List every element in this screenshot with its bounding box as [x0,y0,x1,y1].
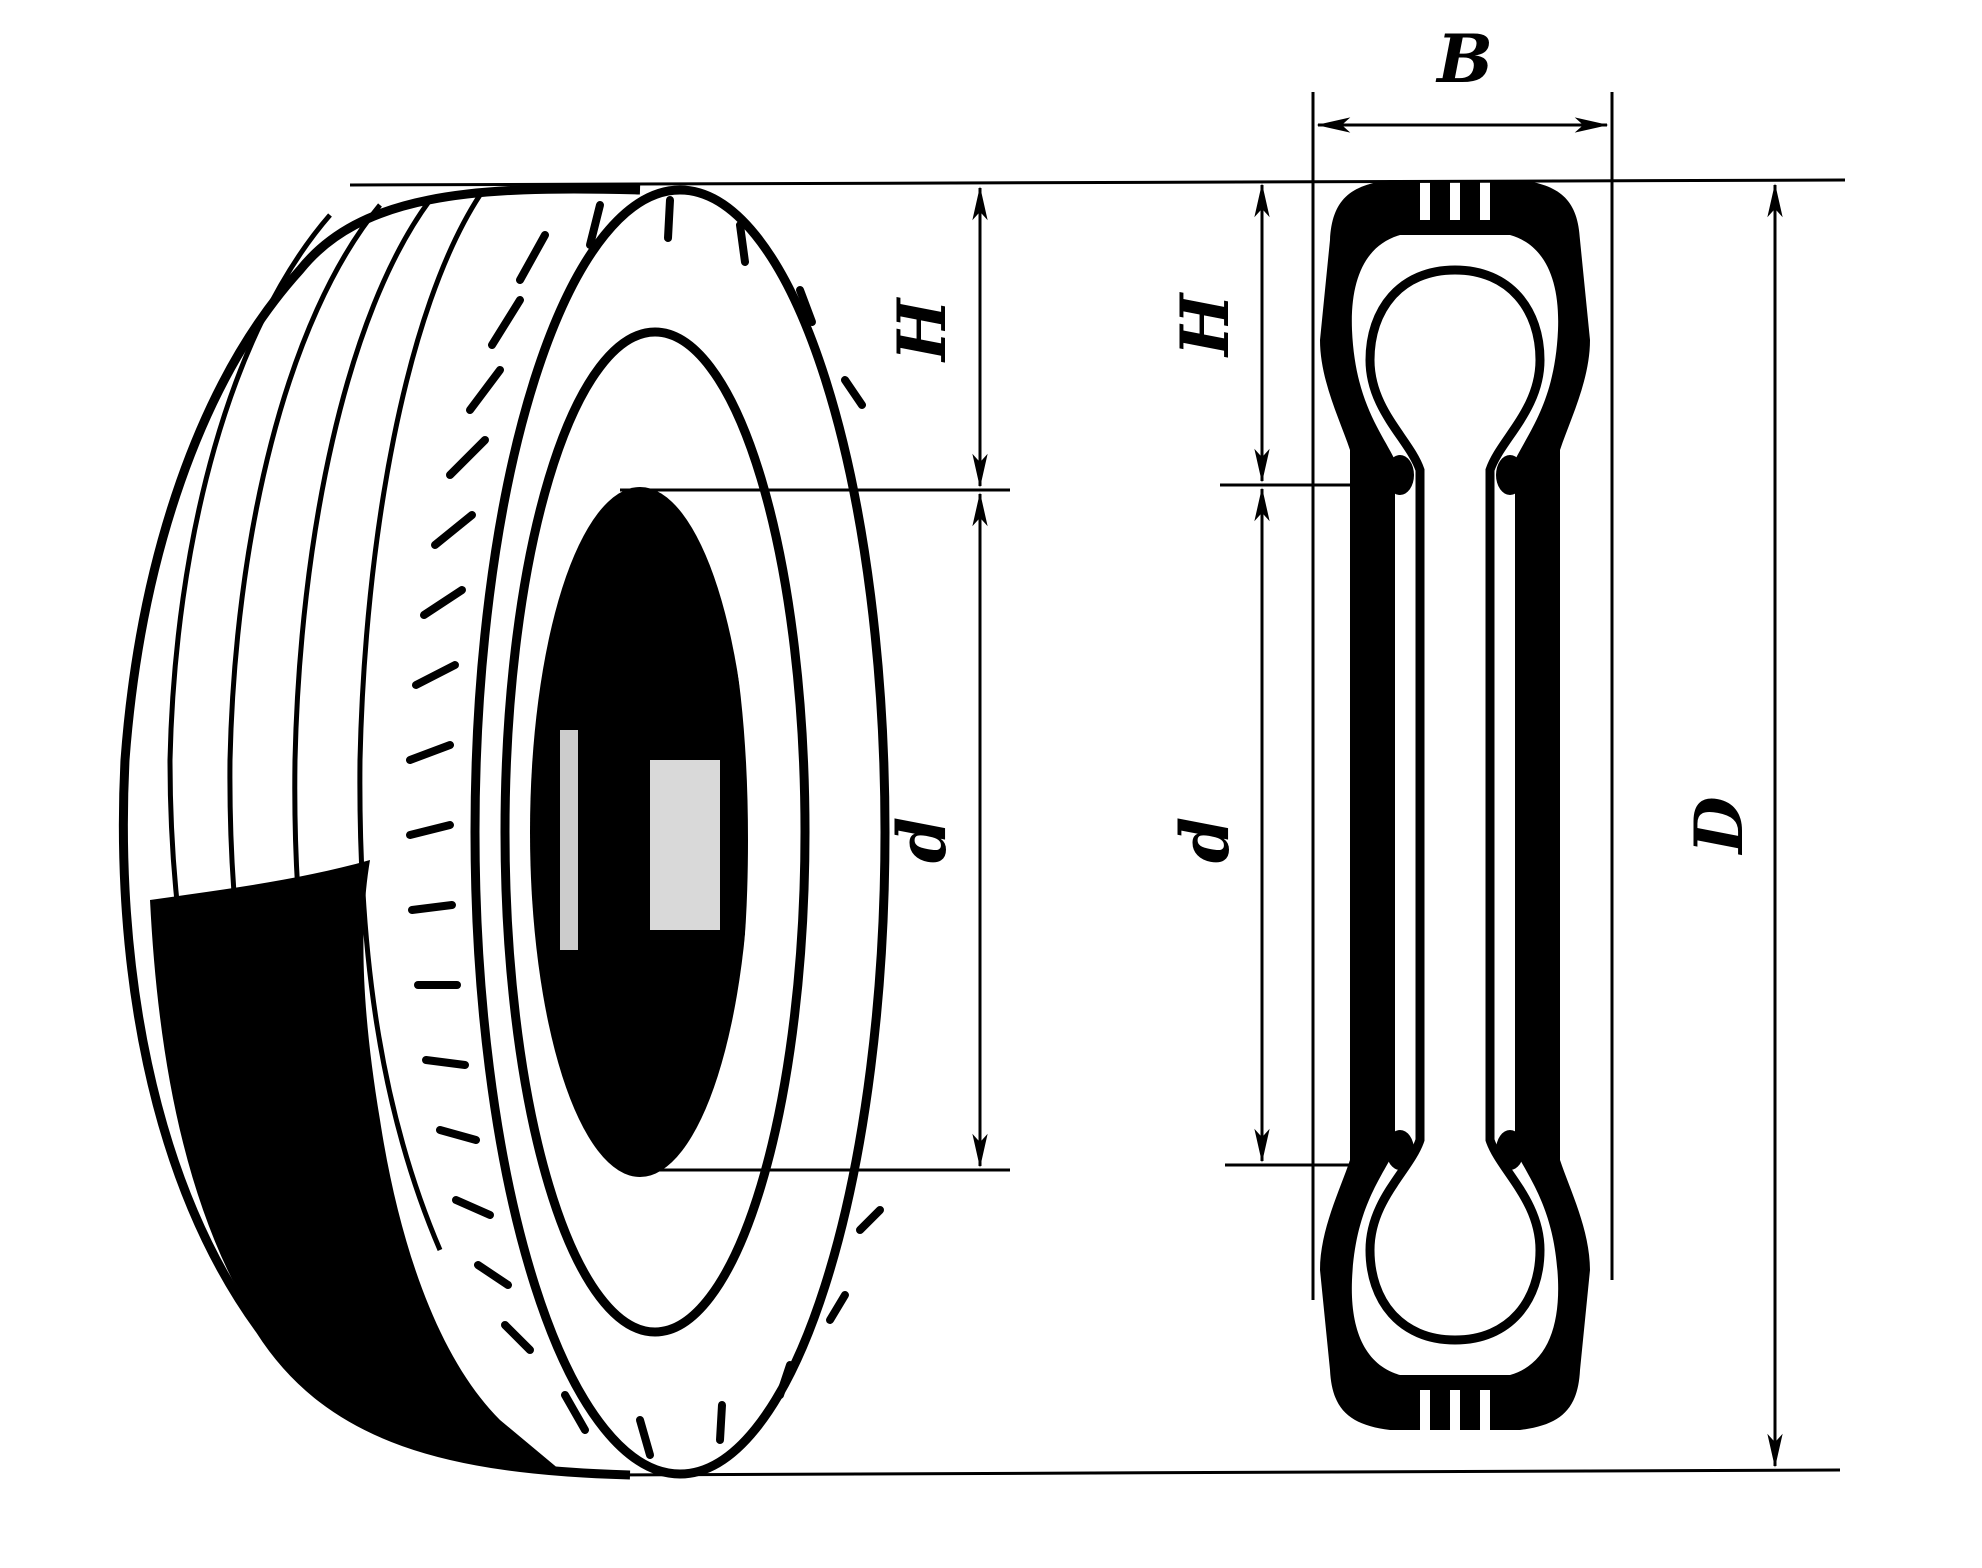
tread-teeth [406,196,884,1459]
rim-highlight [690,500,766,1160]
rim-opening [530,487,750,1177]
section-tread-grooves [1420,180,1490,1430]
label-D: D [1680,796,1758,855]
hub-detail [650,760,720,930]
label-d-left: d [883,817,961,863]
dimension-lines [349,92,1846,1477]
tread-shading [150,860,560,1470]
label-H-left: H [883,296,961,363]
label-d-right: d [1166,817,1244,863]
dimension-labels: B H d H d D [883,20,1758,863]
tire-cross-section [1320,180,1590,1430]
label-H-right: H [1166,291,1244,358]
bead-wires [1386,455,1524,1170]
sidewall-inner [500,327,810,1337]
label-B: B [1435,20,1493,98]
section-inner-band [1351,235,1559,1375]
tire-perspective-view [118,184,890,1480]
inner-tube [1365,265,1545,1345]
tire-outer-silhouette [118,184,641,1480]
